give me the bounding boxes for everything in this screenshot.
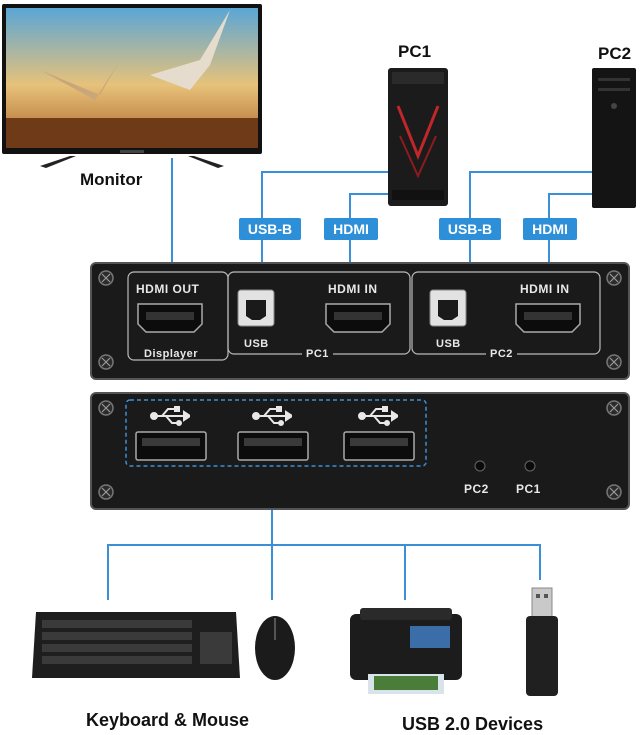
hdmi-tag-pc2: HDMI: [523, 218, 577, 240]
monitor-image: [0, 0, 266, 172]
pc2-label: PC2: [598, 44, 632, 63]
usb-icon: [358, 406, 398, 426]
kvm-back-panel: HDMI OUT Displayer USB HDMI IN PC1 USB H…: [90, 262, 630, 380]
usb-icon: [252, 406, 292, 426]
hdmi-in-pc1-label: HDMI IN: [328, 282, 378, 296]
kvm-front-panel: PC2 PC1: [90, 392, 630, 510]
usb-pc1-label: USB: [244, 338, 269, 350]
usb-b-tag-pc1: USB-B: [239, 218, 301, 240]
monitor-label: Monitor: [80, 170, 143, 189]
printer-image: [344, 604, 468, 700]
usb-pc2-label: USB: [436, 338, 461, 350]
keyboard-mouse-label: Keyboard & Mouse: [86, 710, 250, 730]
hdmi-out-label: HDMI OUT: [136, 282, 200, 296]
back-panel-graphics: [98, 270, 622, 370]
group-pc2-label: PC2: [486, 348, 517, 360]
front-panel-graphics: [98, 399, 622, 500]
usb-b-tag-pc2: USB-B: [439, 218, 501, 240]
led-pc1-label: PC1: [516, 482, 541, 496]
hdmi-in-pc2-label: HDMI IN: [520, 282, 570, 296]
pc1-label: PC1: [398, 42, 432, 61]
led-pc2-label: PC2: [464, 482, 489, 496]
keyboard-image: [30, 608, 242, 684]
mouse-image: [252, 612, 298, 682]
hdmi-tag-pc1: HDMI: [324, 218, 378, 240]
displayer-label: Displayer: [144, 348, 199, 360]
pc2-tower-image: [590, 66, 638, 210]
pc1-tower-image: [386, 66, 450, 208]
group-pc1-label: PC1: [302, 348, 333, 360]
usb-devices-label: USB 2.0 Devices: [402, 714, 544, 734]
usb-stick-image: [522, 586, 562, 700]
usb-icon: [150, 406, 190, 426]
